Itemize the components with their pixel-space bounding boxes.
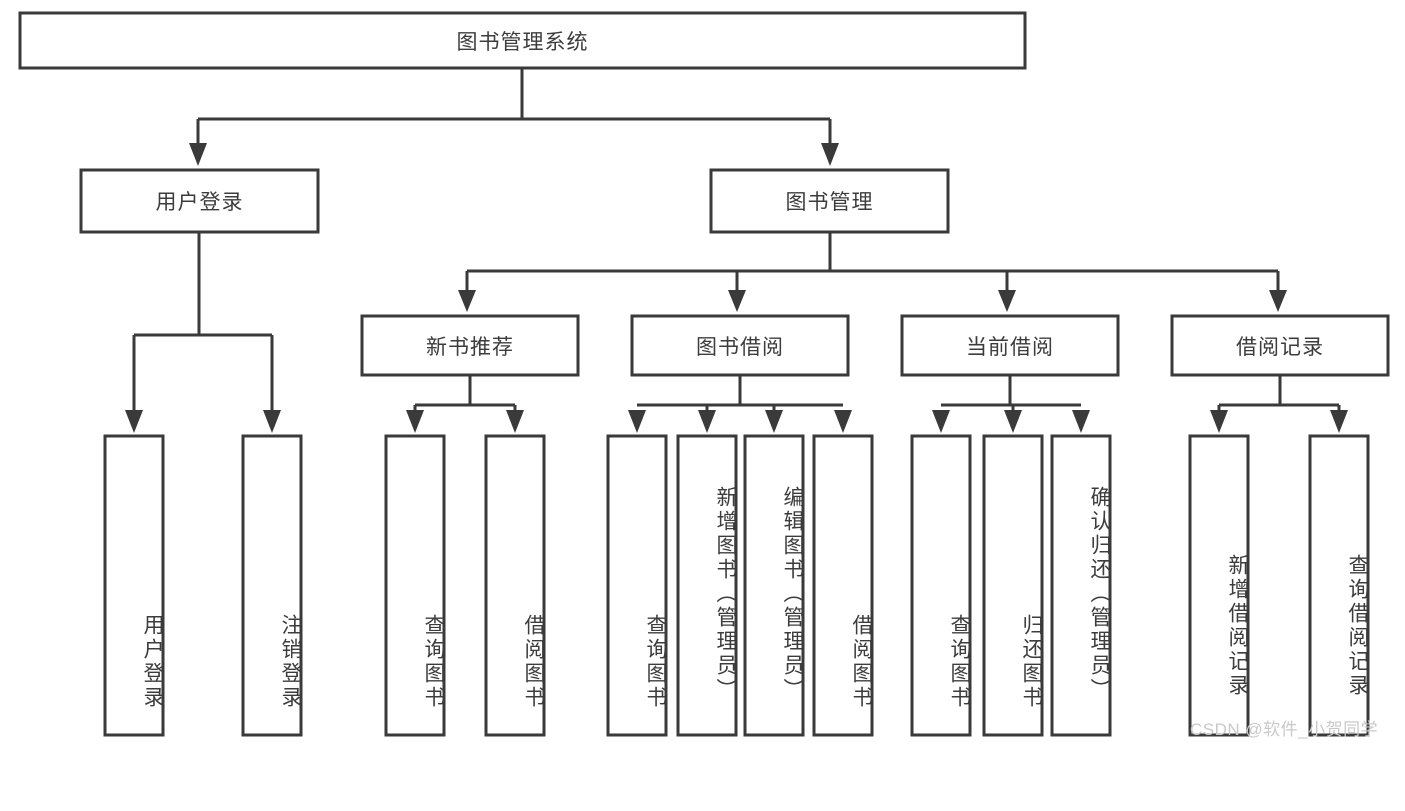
arrow-bookmgmt-to-records	[1269, 290, 1287, 312]
arrow-current-to-leaf1	[932, 410, 950, 433]
arrow-bookmgmt-to-current	[998, 290, 1016, 312]
connector-group-records	[1210, 375, 1348, 433]
arrow-current-to-leaf2	[1004, 410, 1022, 433]
arrow-bookmgmt-to-newbooks	[458, 290, 476, 312]
connector-group-current	[932, 375, 1090, 433]
arrow-current-to-leaf3	[1072, 410, 1090, 433]
connector-group-newbooks	[406, 375, 524, 433]
arrow-newbooks-to-leaf2	[506, 410, 524, 433]
connector-group-borrow	[628, 375, 852, 433]
node-box-current-borrow[interactable]	[900, 314, 1120, 377]
arrow-bookmgmt-to-borrow	[728, 290, 746, 312]
node-box-leaf-add-book-admin[interactable]	[676, 434, 738, 737]
node-box-leaf-borrow-book[interactable]	[812, 434, 874, 737]
arrow-userlogin-to-leaf1	[125, 410, 143, 433]
node-box-leaf-return-book[interactable]	[982, 434, 1044, 737]
node-box-user-login[interactable]	[79, 168, 320, 234]
node-box-leaf-query-books-new[interactable]	[384, 434, 446, 737]
node-box-new-book-recommend[interactable]	[360, 314, 580, 377]
arrow-newbooks-to-leaf1	[406, 410, 424, 433]
arrow-root-to-bookmgmt	[821, 143, 839, 166]
diagram-svg	[18, 11, 1390, 737]
node-box-book-management[interactable]	[709, 168, 950, 234]
connector-group-userlogin	[125, 232, 281, 433]
node-box-book-borrow[interactable]	[630, 314, 850, 377]
node-box-leaf-query-borrow-record[interactable]	[1308, 434, 1370, 737]
arrow-records-to-leaf2	[1330, 410, 1348, 433]
node-box-leaf-user-login[interactable]	[103, 434, 165, 737]
arrow-records-to-leaf1	[1210, 410, 1228, 433]
node-box-leaf-query-books-borrow[interactable]	[606, 434, 668, 737]
node-box-leaf-logout[interactable]	[241, 434, 303, 737]
diagram-canvas: 图书管理系统 用户登录 图书管理 新书推荐 图书借阅 当前借阅 借阅记录 用户登…	[18, 11, 1390, 739]
arrow-borrow-to-leaf2	[698, 410, 716, 433]
arrow-borrow-to-leaf1	[628, 410, 646, 433]
node-box-leaf-add-borrow-record[interactable]	[1188, 434, 1250, 737]
arrow-root-to-login	[189, 143, 207, 166]
node-box-leaf-borrow-books-new[interactable]	[484, 434, 546, 737]
node-box-borrow-records[interactable]	[1170, 314, 1390, 377]
arrow-userlogin-to-leaf2	[263, 410, 281, 433]
node-box-leaf-edit-book-admin[interactable]	[743, 434, 805, 737]
node-box-root[interactable]	[18, 11, 1027, 70]
connector-group-bookmgmt	[458, 232, 1287, 312]
arrow-borrow-to-leaf3	[765, 410, 783, 433]
csdn-watermark: CSDN @软件_小贺同学	[1190, 720, 1379, 739]
arrow-borrow-to-leaf4	[834, 410, 852, 433]
connector-group-root	[189, 68, 839, 166]
node-box-leaf-confirm-return-admin[interactable]	[1050, 434, 1112, 737]
node-box-leaf-query-books-current[interactable]	[910, 434, 972, 737]
